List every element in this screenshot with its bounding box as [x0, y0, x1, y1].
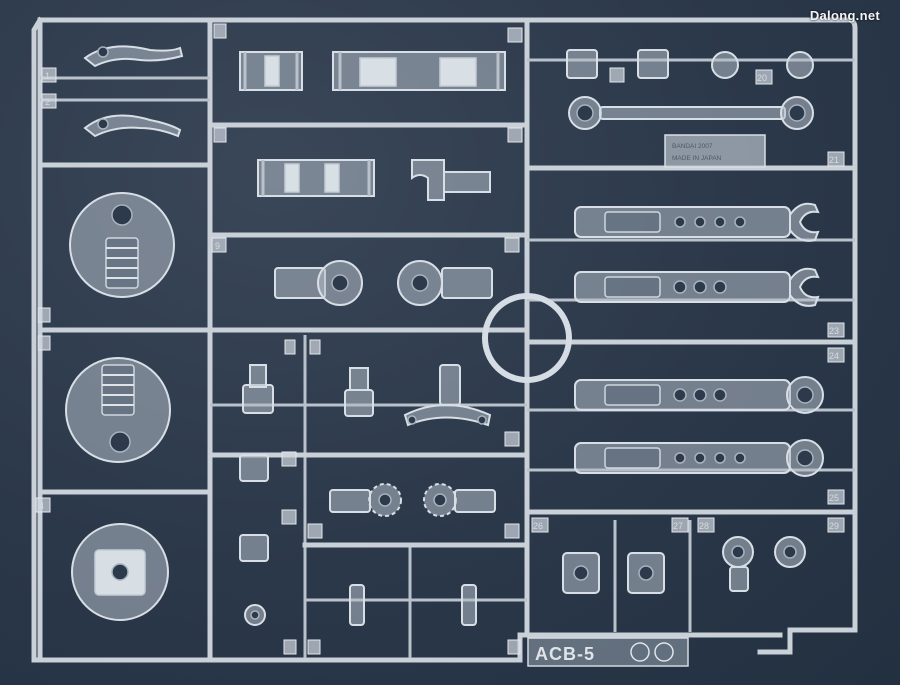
number-tag: 24 — [827, 347, 845, 363]
number-tag: 27 — [671, 517, 689, 533]
round-disc-part-1 — [69, 192, 175, 298]
number-tag: 20 — [755, 69, 773, 85]
clip-part — [411, 159, 491, 201]
hinge-part-1 — [562, 552, 600, 594]
number-tag: 29 — [827, 517, 845, 533]
molded-label-plate: BANDAI 2007 MADE IN JAPAN — [664, 134, 766, 168]
pin-part-1 — [349, 584, 365, 626]
curved-arm-part-2 — [83, 114, 182, 138]
number-tag: 26 — [531, 517, 549, 533]
joint-part-2 — [397, 260, 493, 306]
number-tag-label: 9 — [215, 241, 220, 251]
number-tags: 1 2 4 9 20 21 — [35, 67, 845, 533]
number-tag: 2 — [41, 93, 57, 109]
cap-part-1 — [566, 49, 598, 79]
small-block-part-2 — [344, 367, 374, 417]
curved-arm-part-1 — [83, 45, 184, 68]
sprue-code-text: ACB-5 — [535, 644, 595, 664]
number-tag-label: 1 — [45, 71, 50, 81]
hinge-part-2 — [627, 552, 665, 594]
round-disc-part-2 — [65, 357, 171, 463]
number-tag-label: 4 — [39, 501, 44, 511]
gear-part-1 — [329, 483, 402, 517]
eyelet-part-1 — [722, 536, 754, 592]
sprue-code-plate: ACB-5 — [527, 637, 689, 667]
number-tag-label: 26 — [533, 521, 543, 531]
number-tag-label: 23 — [829, 326, 839, 336]
pin-part-2 — [461, 584, 477, 626]
round-socket-part — [71, 523, 169, 621]
small-ring-part — [244, 604, 266, 626]
barrel-part-3 — [574, 376, 824, 414]
ladder-part-medium — [257, 159, 375, 197]
gate-tabs — [37, 23, 625, 655]
joint-part-1 — [274, 260, 363, 306]
number-tag-label: 2 — [45, 97, 50, 107]
number-tag: 28 — [697, 517, 715, 533]
number-tag-label: 21 — [829, 155, 839, 165]
ladder-part-large — [332, 51, 506, 91]
small-block-part-1 — [242, 364, 274, 414]
molded-label-line-1: BANDAI 2007 — [672, 143, 713, 150]
number-tag: 9 — [211, 237, 227, 253]
number-tag-label: 20 — [757, 73, 767, 83]
number-tag-label: 29 — [829, 521, 839, 531]
eyelet-part-2 — [774, 536, 806, 568]
cap-part-2 — [637, 49, 669, 79]
number-tag-label: 27 — [673, 521, 683, 531]
number-tag: 1 — [41, 67, 57, 83]
material-mark-icon — [654, 642, 674, 662]
barrel-part-2 — [574, 267, 820, 307]
number-tag-label: 25 — [829, 493, 839, 503]
round-cap-part-1 — [711, 51, 739, 79]
barrel-part-1 — [574, 202, 820, 242]
gear-part-2 — [423, 483, 496, 517]
number-tag: 4 — [35, 497, 51, 513]
number-tag: 25 — [827, 489, 845, 505]
number-tag: 23 — [827, 322, 845, 338]
recycle-mark-icon — [630, 642, 650, 662]
molded-label-line-2: MADE IN JAPAN — [672, 155, 722, 162]
number-tag-label: 24 — [829, 351, 839, 361]
round-cap-part-2 — [786, 51, 814, 79]
rod-part — [568, 96, 814, 130]
barrel-part-4 — [574, 439, 824, 477]
bracket-part — [403, 364, 492, 427]
number-tag-label: 28 — [699, 521, 709, 531]
ladder-part-small — [239, 51, 303, 91]
small-cube-part-2 — [239, 534, 269, 562]
watermark-text: Dalong.net — [809, 8, 880, 23]
number-tag: 21 — [827, 151, 845, 167]
small-cube-part-1 — [239, 454, 269, 482]
ring-part — [482, 293, 572, 383]
